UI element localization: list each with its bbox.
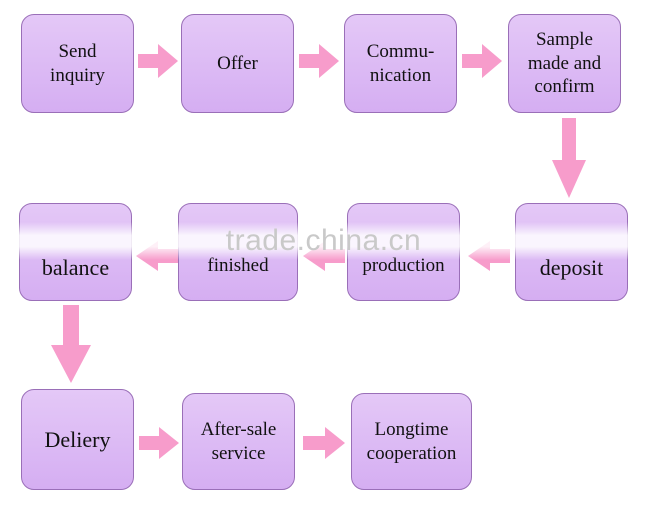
arrow-down-1 <box>552 118 586 198</box>
step-longtime-cooperation: Longtime cooperation <box>351 393 472 490</box>
step-communication: Commu- nication <box>344 14 457 113</box>
step-offer: Offer <box>181 14 294 113</box>
step-after-sale-service: After-sale service <box>182 393 295 490</box>
arrow-down-2 <box>51 305 91 383</box>
step-send-inquiry: Send inquiry <box>21 14 134 113</box>
arrow-right-4 <box>139 427 179 459</box>
step-sample-made-confirm: Sample made and confirm <box>508 14 621 113</box>
watermark: trade.china.cn <box>225 224 422 257</box>
step-delivery: Deliery <box>21 389 134 490</box>
arrow-right-3 <box>462 44 502 78</box>
watermark-band <box>0 222 647 260</box>
arrow-right-5 <box>303 427 345 459</box>
arrow-right-2 <box>299 44 339 78</box>
arrow-right-1 <box>138 44 178 78</box>
